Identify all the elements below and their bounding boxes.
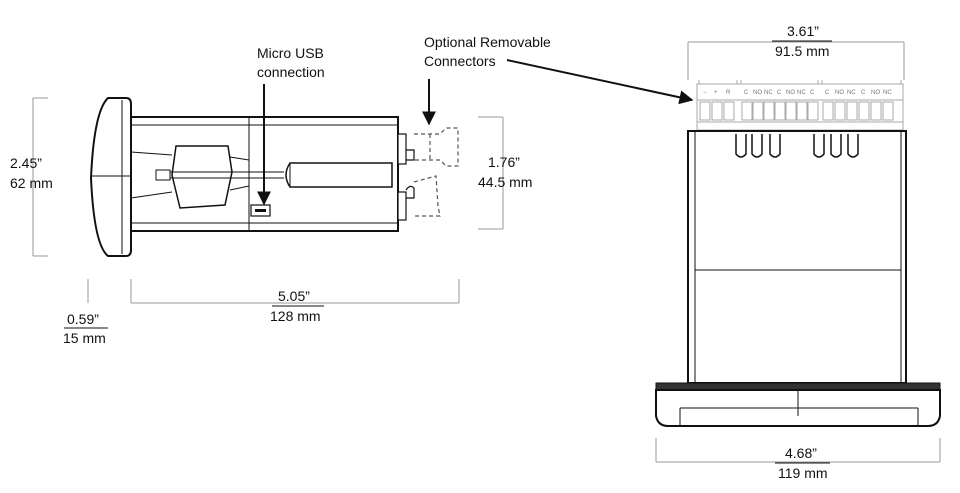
bezel-feet [679, 408, 919, 426]
rear-housing [687, 130, 907, 384]
term-label: NO [871, 90, 880, 96]
term-label: + [714, 90, 718, 96]
term-label: NO [753, 90, 762, 96]
term-label: C [744, 90, 749, 96]
top-width-guide [687, 41, 905, 80]
term-label: NC [847, 90, 856, 96]
optional-callout-arrow-to-top [506, 59, 694, 105]
term-label: C [861, 90, 866, 96]
top-width-inches: 3.61” [787, 23, 819, 39]
terminal-group-1 [698, 80, 738, 85]
optional-connectors-label-line1: Optional Removable [424, 34, 551, 50]
depth-inches: 5.05” [278, 288, 310, 304]
mounting-clip [171, 145, 233, 209]
micro-usb-slot [255, 209, 266, 212]
term-label: NC [764, 90, 773, 96]
bezel-width-guide [655, 438, 941, 463]
terminal-group-3 [821, 80, 902, 85]
connector-height-guide [478, 116, 504, 230]
screw-capsule [285, 162, 393, 188]
height-guide [32, 97, 48, 257]
front-view: 3.61” 91.5 mm [655, 23, 941, 481]
term-label: NO [835, 90, 844, 96]
connector-height-mm: 44.5 mm [478, 174, 532, 190]
term-label: C [777, 90, 782, 96]
bezel-depth-mm: 15 mm [63, 330, 106, 346]
rear-connectors [397, 133, 415, 221]
top-width-mm: 91.5 mm [775, 43, 829, 59]
clip-screw-head [155, 169, 171, 181]
terminal-clips [735, 134, 859, 158]
terminal-group-2 [740, 80, 819, 85]
micro-usb-label-line2: connection [257, 64, 325, 80]
rear-housing-inner [694, 130, 902, 384]
term-label: NO [786, 90, 795, 96]
term-label: − [703, 90, 707, 96]
height-mm: 62 mm [10, 175, 53, 191]
term-label: R [726, 90, 731, 96]
depth-guide [87, 279, 460, 304]
term-label: C [825, 90, 830, 96]
optional-removable-connectors [413, 127, 459, 217]
depth-mm: 128 mm [270, 308, 321, 324]
bezel-plate-top [655, 382, 941, 391]
terminal-labels: − + R C NO NC C NO NC C C NO NC C NO NC [703, 90, 892, 96]
optional-connectors-label-line2: Connectors [424, 53, 496, 69]
bezel-depth-inches: 0.59” [67, 311, 99, 327]
terminal-slots [699, 101, 894, 121]
front-bezel [89, 97, 132, 257]
height-inches: 2.45” [10, 155, 42, 171]
connector-height-inches: 1.76” [488, 154, 520, 170]
term-label: C [810, 90, 815, 96]
term-label: NC [797, 90, 806, 96]
bezel-width-inches: 4.68” [785, 445, 817, 461]
side-view: Micro USB connection Optional Removable … [10, 34, 694, 346]
bezel-width-mm: 119 mm [778, 465, 828, 481]
micro-usb-label-line1: Micro USB [257, 45, 324, 61]
mounting-bracket [130, 151, 250, 199]
term-label: NC [883, 90, 892, 96]
